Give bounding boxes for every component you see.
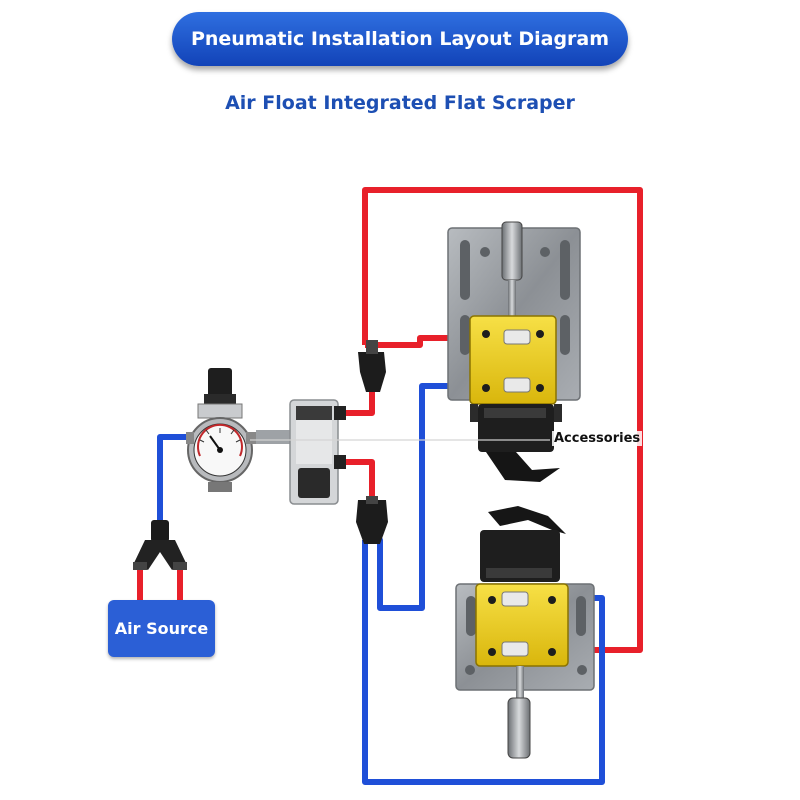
solenoid-valve <box>256 399 346 505</box>
diagram-subtitle: Air Float Integrated Flat Scraper <box>225 92 575 114</box>
air-source-y-connector <box>133 520 187 570</box>
accessories-label: Accessories <box>552 431 643 446</box>
diagram-title: Pneumatic Installation Layout Diagram <box>190 28 610 50</box>
y-fitting-upper <box>358 340 386 392</box>
air-source-label: Air Source <box>114 619 209 638</box>
filter-regulator <box>186 368 256 492</box>
title-banner: Pneumatic Installation Layout Diagram <box>172 12 628 66</box>
air-source-box: Air Source <box>108 600 215 657</box>
lower-scraper-unit <box>455 506 595 759</box>
y-fitting-lower <box>356 496 388 544</box>
red-pressure-lines <box>137 187 643 653</box>
